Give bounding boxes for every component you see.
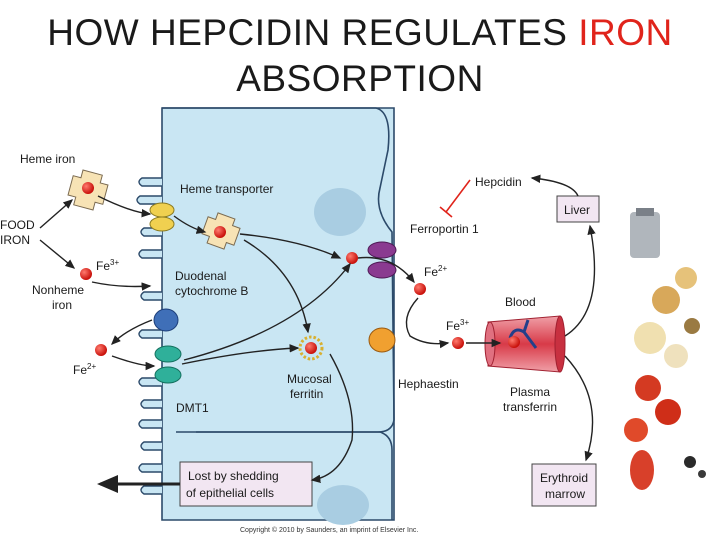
heme-in-cell-icon bbox=[201, 212, 241, 250]
shedding-label-1: Lost by shedding bbox=[188, 469, 279, 483]
plasma-transferrin-label-2: transferrin bbox=[503, 400, 557, 414]
dmt1-icon bbox=[154, 345, 182, 384]
fe2-iron-icon bbox=[95, 344, 107, 356]
heme-transporter-label: Heme transporter bbox=[180, 182, 273, 196]
duodenal-label-1: Duodenal bbox=[175, 269, 226, 283]
page-title-line-2: ABSORPTION bbox=[236, 58, 484, 99]
fe3-iron-icon bbox=[80, 268, 92, 280]
heme-iron-label: Heme iron bbox=[20, 152, 75, 166]
title-highlight: IRON bbox=[578, 12, 673, 53]
fe2-plasma-label: Fe2+ bbox=[424, 264, 447, 279]
heme-iron-icon bbox=[67, 169, 109, 211]
nonheme-label-1: Nonheme bbox=[32, 283, 84, 297]
erythroid-label-1: Erythroid bbox=[540, 471, 588, 485]
plasma-transferrin-label-1: Plasma bbox=[510, 385, 550, 399]
mucosal-ferritin-icon bbox=[298, 335, 324, 361]
enterocyte-cells bbox=[136, 107, 395, 525]
heme-transporter-icon bbox=[149, 202, 175, 232]
title-prefix: HOW HEPCIDIN REGULATES bbox=[47, 12, 579, 53]
fe3-plasma-iron-icon bbox=[452, 337, 464, 349]
dmt1-label: DMT1 bbox=[176, 401, 209, 415]
erythroid-label-2: marrow bbox=[545, 487, 585, 501]
hephaestin-label: Hephaestin bbox=[398, 377, 459, 391]
shedding-box bbox=[179, 461, 313, 507]
iron-in-cell-icon bbox=[346, 252, 358, 264]
copyright-text: Copyright © 2010 by Saunders, an imprint… bbox=[240, 527, 419, 534]
shedding-label-2: of epithelial cells bbox=[186, 486, 274, 500]
page-title-line-1: HOW HEPCIDIN REGULATES IRON bbox=[0, 12, 720, 54]
hephaestin-icon bbox=[368, 327, 396, 353]
blood-label: Blood bbox=[505, 295, 536, 309]
hepcidin-inhibition bbox=[439, 179, 471, 218]
liver-box bbox=[556, 195, 600, 223]
erythroid-marrow-box bbox=[531, 463, 597, 507]
food-iron-label-2: IRON bbox=[0, 233, 30, 247]
nonheme-label-2: iron bbox=[52, 298, 72, 312]
duodenal-cytochrome-b-icon bbox=[153, 308, 179, 332]
fe3-label: Fe3+ bbox=[96, 258, 119, 273]
ferroportin-label: Ferroportin 1 bbox=[410, 222, 479, 236]
fe2-plasma-iron-icon bbox=[414, 283, 426, 295]
mucosal-ferritin-label-2: ferritin bbox=[290, 387, 323, 401]
ferroportin-icon bbox=[367, 241, 397, 279]
fe2-label: Fe2+ bbox=[73, 362, 96, 377]
food-iron-label-1: FOOD bbox=[0, 218, 35, 232]
fe3-plasma-label: Fe3+ bbox=[446, 318, 469, 333]
food-image bbox=[624, 208, 706, 490]
liver-label: Liver bbox=[564, 203, 590, 217]
hepcidin-label: Hepcidin bbox=[475, 175, 522, 189]
blood-vessel-icon bbox=[484, 315, 566, 373]
mucosal-ferritin-label-1: Mucosal bbox=[287, 372, 332, 386]
pathway-arrows bbox=[39, 174, 596, 493]
duodenal-label-2: cytochrome B bbox=[175, 284, 248, 298]
